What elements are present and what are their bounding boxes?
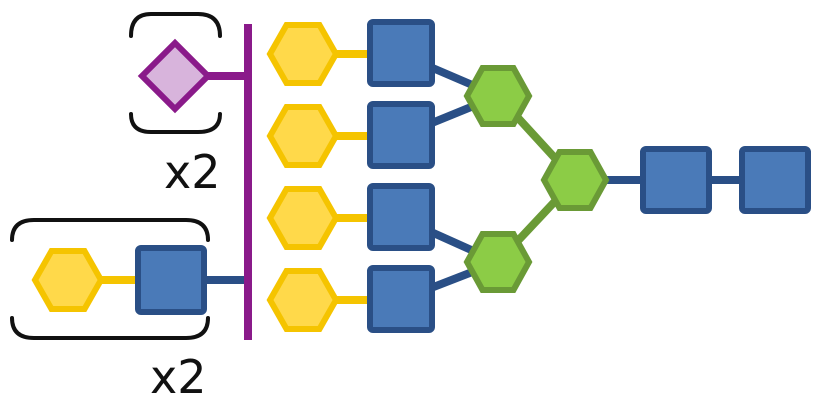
glcnac-square [367, 101, 435, 169]
galactose-hexagon [266, 268, 340, 332]
galactose-hexagon [266, 186, 340, 250]
glcnac-square [367, 19, 435, 87]
galactose-hexagon [266, 104, 340, 168]
sialic-acid-diamond [137, 38, 213, 114]
sialic-multiplier-label: x2 [164, 145, 221, 199]
mannose-hexagon-upper [463, 65, 533, 127]
reducing-end-glcnac-square [739, 146, 811, 214]
core-mannose-hexagon [540, 149, 610, 211]
galactose-residues [31, 22, 340, 332]
lacnac-bracket-top [10, 218, 210, 242]
lacnac-galactose-hexagon [31, 248, 105, 312]
glcnac-square [367, 265, 435, 333]
sialic-bracket-top [129, 12, 222, 38]
mannose-residues [463, 65, 610, 293]
galactose-hexagon [266, 22, 340, 86]
lacnac-multiplier-label: x2 [150, 350, 207, 404]
brackets [10, 12, 222, 340]
sialic-bracket-bottom [129, 112, 222, 134]
lacnac-glcnac-square [135, 245, 207, 315]
core-glcnac-square [640, 146, 712, 214]
glcnac-square [367, 183, 435, 251]
mannose-hexagon-lower [463, 231, 533, 293]
glcnac-residues [135, 19, 811, 333]
lacnac-bracket-bottom [10, 316, 210, 340]
